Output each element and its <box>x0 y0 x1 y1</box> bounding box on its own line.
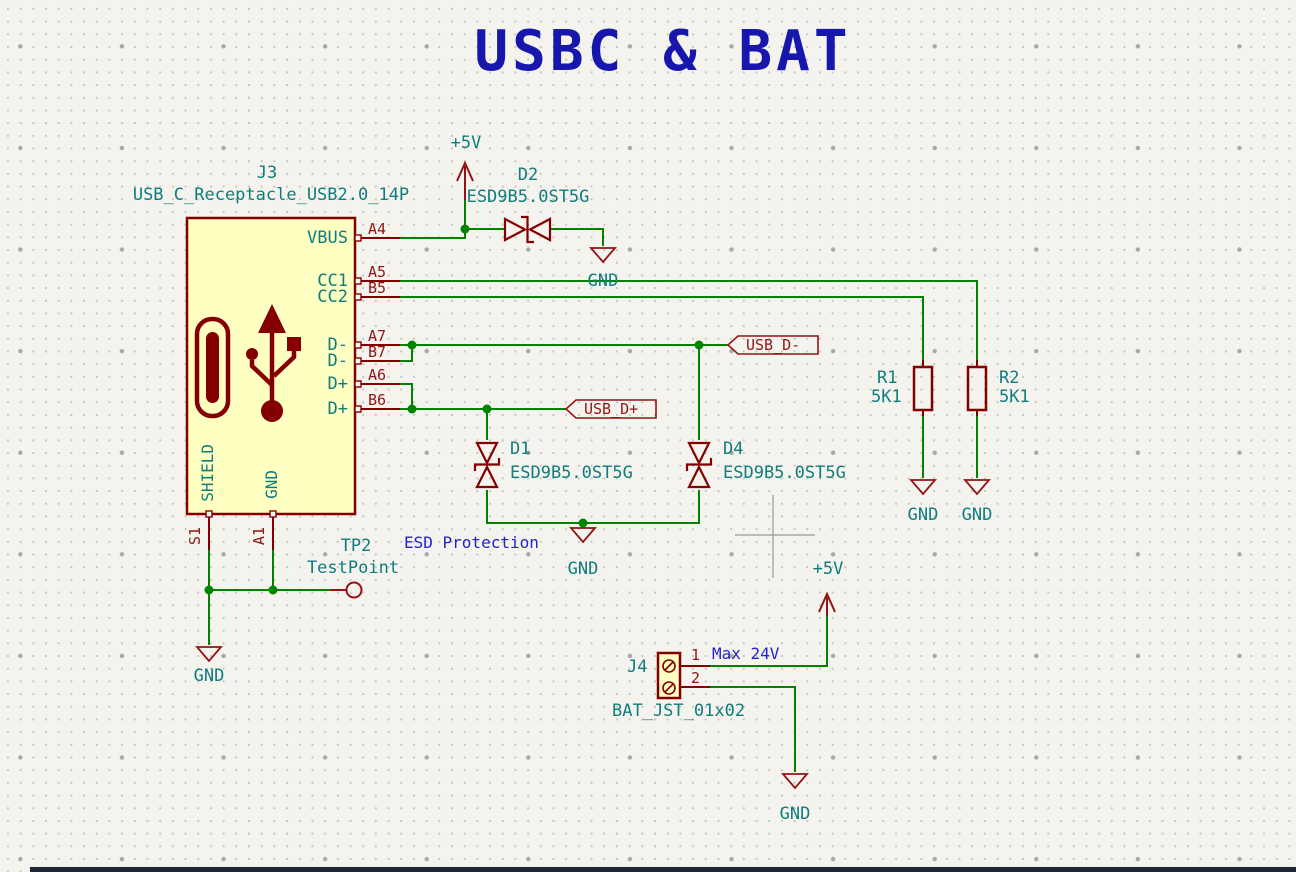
tvs-diode-d4[interactable] <box>685 441 713 489</box>
note-max-24v[interactable]: Max 24V <box>712 644 780 663</box>
pin-name-shield: SHIELD <box>198 444 217 502</box>
power-label-5v[interactable]: +5V <box>450 133 482 153</box>
resistor-r2[interactable] <box>966 360 988 416</box>
pin-name-dm-a: D- <box>327 335 348 355</box>
d1-value[interactable]: ESD9B5.0ST5G <box>510 463 633 483</box>
resistor-r1[interactable] <box>912 360 934 416</box>
power-label-gnd[interactable]: GND <box>907 505 939 525</box>
r2-value[interactable]: 5K1 <box>999 387 1030 407</box>
pin-number-a5: A5 <box>368 263 387 281</box>
j3-value[interactable]: USB_C_Receptacle_USB2.0_14P <box>132 185 410 205</box>
j3-symbol[interactable] <box>185 216 400 550</box>
power-label-5v[interactable]: +5V <box>812 559 844 579</box>
junction-dot <box>482 404 492 414</box>
pin-name-dm-b: D- <box>327 351 348 371</box>
power-5v-symbol[interactable] <box>456 160 474 200</box>
gnd-symbol[interactable] <box>963 479 991 496</box>
testpoint-tp2[interactable] <box>330 581 363 599</box>
pin-number-a6: A6 <box>368 366 387 384</box>
junction-dot <box>460 224 470 234</box>
j3-reference[interactable]: J3 <box>256 163 278 183</box>
power-label-gnd[interactable]: GND <box>193 666 225 686</box>
sheet-title[interactable]: USBC & BAT <box>474 19 852 84</box>
global-label-usb-dp-shape[interactable] <box>564 399 657 419</box>
r1-reference[interactable]: R1 <box>877 368 898 388</box>
junction-dot <box>268 585 278 595</box>
gnd-symbol[interactable] <box>569 527 597 544</box>
power-label-gnd[interactable]: GND <box>961 505 993 525</box>
power-label-gnd[interactable]: GND <box>587 271 619 291</box>
j4-reference[interactable]: J4 <box>627 657 648 677</box>
screw-terminal-icon <box>662 681 676 695</box>
junction-dot <box>204 585 214 595</box>
wire-cc1[interactable] <box>400 280 978 360</box>
global-label-usb-dm-shape[interactable] <box>726 335 819 355</box>
gnd-symbol[interactable] <box>909 479 937 496</box>
r1-value[interactable]: 5K1 <box>871 387 902 407</box>
pin-number-b5: B5 <box>368 279 387 297</box>
wire-bat-5v[interactable] <box>710 614 828 667</box>
junction-dot <box>407 404 417 414</box>
bottom-window-edge <box>30 867 1296 872</box>
pin-number-a7: A7 <box>368 327 387 345</box>
power-5v-symbol[interactable] <box>818 591 836 616</box>
gnd-symbol[interactable] <box>781 773 809 790</box>
junction-dot <box>694 340 704 350</box>
pin-number-a4: A4 <box>368 220 387 238</box>
junction-dot <box>578 518 588 528</box>
tp2-reference[interactable]: TP2 <box>340 536 372 556</box>
power-label-gnd[interactable]: GND <box>567 559 599 579</box>
j4-pin-number-2: 2 <box>691 669 701 687</box>
global-label-usb-dm[interactable]: USB_D- <box>746 336 801 354</box>
junction-dots <box>204 224 704 595</box>
d2-reference[interactable]: D2 <box>517 165 539 185</box>
pin-name-cc2: CC2 <box>317 287 348 307</box>
power-label-gnd[interactable]: GND <box>779 804 811 824</box>
j4-value[interactable]: BAT_JST_01x02 <box>612 701 746 721</box>
tvs-diode-d1[interactable] <box>473 441 501 489</box>
pin-number-b7: B7 <box>368 343 387 361</box>
usb-icon <box>194 304 301 422</box>
r2-reference[interactable]: R2 <box>999 368 1020 388</box>
gnd-symbol[interactable] <box>589 247 617 264</box>
wire-esd-gnd[interactable] <box>486 490 700 527</box>
crosshair-cursor <box>735 495 815 578</box>
tvs-diode-d2[interactable] <box>503 215 552 244</box>
pin-name-cc1: CC1 <box>317 271 348 291</box>
d1-reference[interactable]: D1 <box>510 439 531 459</box>
wire-usb-dm[interactable] <box>400 344 728 440</box>
wire-usb-dp[interactable] <box>400 383 566 440</box>
tp2-value[interactable]: TestPoint <box>306 558 400 578</box>
pin-name-dp-a: D+ <box>327 374 348 394</box>
screw-terminal-icon <box>662 659 676 673</box>
d4-value[interactable]: ESD9B5.0ST5G <box>723 463 846 483</box>
d2-value[interactable]: ESD9B5.0ST5G <box>466 187 590 207</box>
wire-bat-gnd[interactable] <box>710 686 796 772</box>
pin-end-squares <box>205 234 362 518</box>
pin-name-gnd: GND <box>262 470 281 499</box>
pin-number-b6: B6 <box>368 391 387 409</box>
d4-reference[interactable]: D4 <box>723 439 744 459</box>
note-esd-protection[interactable]: ESD Protection <box>404 533 539 552</box>
pin-number-s1: S1 <box>186 527 204 546</box>
wire-cc2[interactable] <box>400 296 924 360</box>
pin-number-a1: A1 <box>250 527 268 546</box>
pin-name-dp-b: D+ <box>327 399 348 419</box>
pin-name-vbus: VBUS <box>307 228 348 248</box>
junction-dot <box>407 340 417 350</box>
global-label-usb-dp[interactable]: USB_D+ <box>584 400 639 418</box>
gnd-symbol[interactable] <box>195 646 223 663</box>
j4-pin-number-1: 1 <box>691 646 701 664</box>
j4-symbol[interactable] <box>656 651 710 700</box>
